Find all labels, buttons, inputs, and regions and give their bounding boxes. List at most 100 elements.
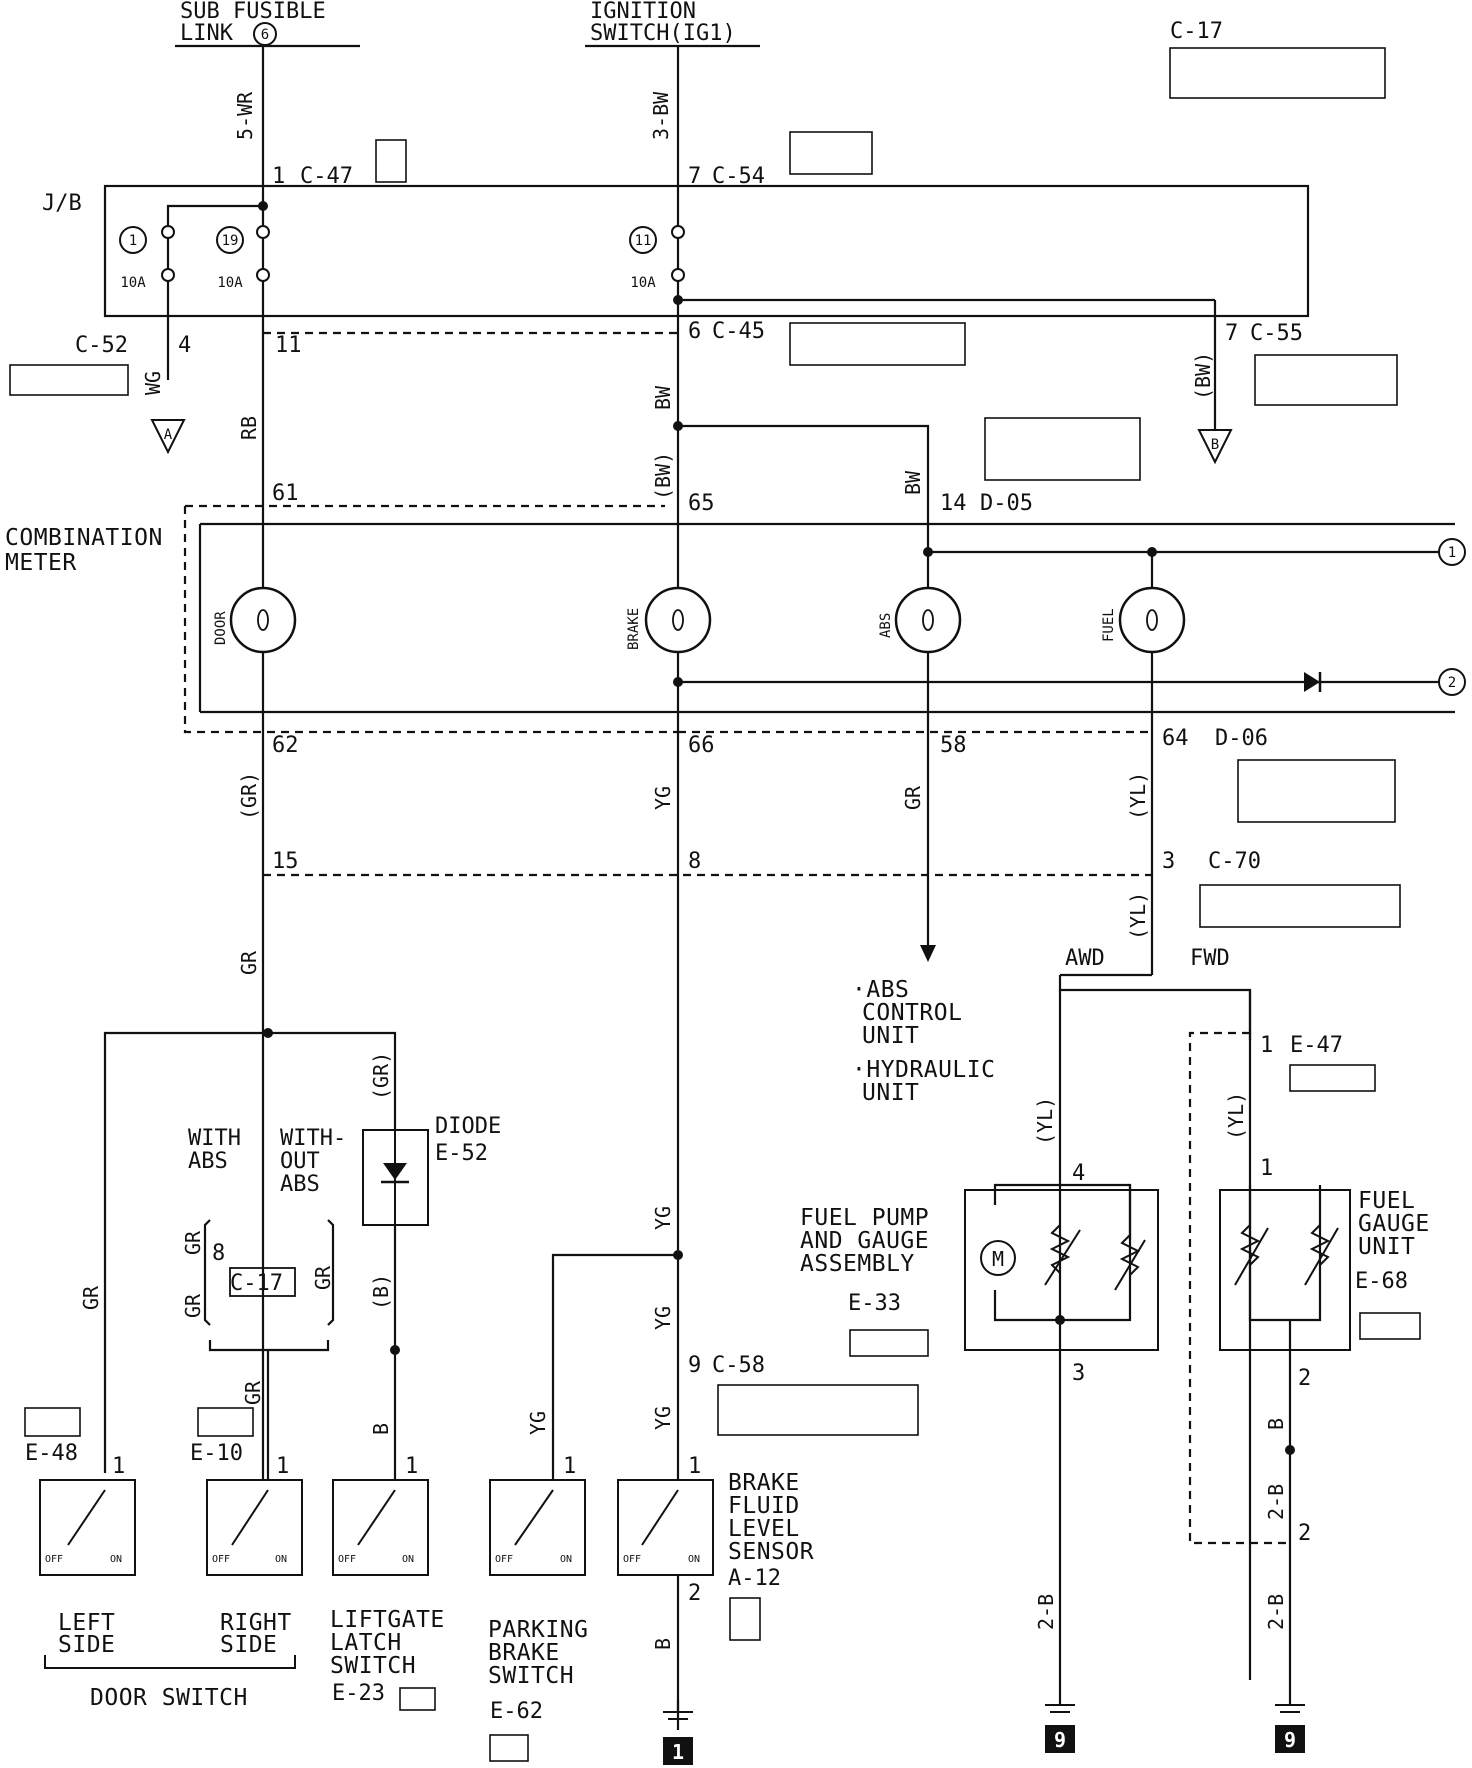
c70-label: C-70 <box>1208 849 1261 874</box>
wire-gr-4: (GR) <box>369 1052 393 1100</box>
sub-fusible-num: 6 <box>261 27 269 43</box>
e52-label: E-52 <box>435 1141 488 1166</box>
fuel-pump-label-2: AND GAUGE <box>800 1228 929 1254</box>
wire-bw-2: (BW) <box>651 452 675 500</box>
ignition-label: IGNITION <box>590 0 696 24</box>
wire-2b-1: 2-B <box>1264 1484 1288 1520</box>
pin-61: 61 <box>272 481 299 506</box>
e62-label: E-62 <box>490 1699 543 1724</box>
wire-yl-4: (YL) <box>1224 1092 1248 1140</box>
e68-label: E-68 <box>1355 1269 1408 1294</box>
jb-label: J/B <box>42 191 82 216</box>
right-side-label: RIGHT <box>220 1610 292 1636</box>
liftgate-label-3: SWITCH <box>330 1653 416 1679</box>
fwd-label: FWD <box>1190 946 1230 971</box>
svg-text:OFF: OFF <box>45 1554 63 1565</box>
svg-text:1: 1 <box>129 233 137 249</box>
lamp-door-label: DOOR <box>213 611 229 645</box>
d05-pin: 14 <box>940 491 967 516</box>
pin-64: 64 <box>1162 726 1189 751</box>
parking-label: PARKING <box>488 1617 588 1643</box>
sub-fusible-link-label: SUB FUSIBLE <box>180 0 326 24</box>
pin-4: 4 <box>1072 1161 1085 1186</box>
c58-pin: 9 <box>688 1353 701 1378</box>
wire-5wr: 5-WR <box>233 91 257 140</box>
wire-yl-3: (YL) <box>1033 1097 1057 1145</box>
e10-label: E-10 <box>190 1441 243 1466</box>
arrow-b: B <box>1211 437 1219 453</box>
ground-1: 1 <box>672 1740 684 1764</box>
e48-label: E-48 <box>25 1441 78 1466</box>
without-abs-label: WITH- <box>280 1126 346 1151</box>
parking-label-2: BRAKE <box>488 1640 560 1666</box>
sub-fusible-link-label-2: LINK <box>180 21 234 46</box>
pin-65: 65 <box>688 491 715 516</box>
svg-text:10A: 10A <box>630 275 656 291</box>
abs-note-3: UNIT <box>862 1023 919 1049</box>
wire-3bw: 3-BW <box>649 91 673 140</box>
pin-66: 66 <box>688 733 715 758</box>
liftgate-label: LIFTGATE <box>330 1607 445 1633</box>
svg-text:ON: ON <box>110 1554 122 1565</box>
wire-bw-3: BW <box>901 470 925 495</box>
c45-label: C-45 <box>712 319 765 344</box>
wire-yl-1: (YL) <box>1126 772 1150 820</box>
pin-2-e47: 2 <box>1298 1521 1311 1546</box>
pin-1-brake: 1 <box>688 1454 701 1479</box>
liftgate-label-2: LATCH <box>330 1630 402 1656</box>
wire-2b-2: 2-B <box>1034 1594 1058 1630</box>
ref-2: 2 <box>1448 675 1456 691</box>
wire-b-2: B <box>369 1423 393 1435</box>
c45-pin: 6 <box>688 319 701 344</box>
abs-note-1: ·ABS <box>852 977 909 1003</box>
c54-label: C-54 <box>712 164 765 189</box>
e23-label: E-23 <box>332 1681 385 1706</box>
brake-fluid-label: BRAKE <box>728 1470 800 1496</box>
d06-label: D-06 <box>1215 726 1268 751</box>
fuel-pump-label: FUEL PUMP <box>800 1205 929 1231</box>
c52-label: C-52 <box>75 333 128 358</box>
with-abs-label-2: ABS <box>188 1149 228 1174</box>
a12-label: A-12 <box>728 1566 781 1591</box>
pin-1-gauge: 1 <box>1260 1156 1273 1181</box>
right-side-label-2: SIDE <box>220 1632 277 1658</box>
wire-2b-3: 2-B <box>1264 1594 1288 1630</box>
lamp-brake-label: BRAKE <box>626 608 642 650</box>
pin-1-right: 1 <box>276 1454 289 1479</box>
left-side-label: LEFT <box>58 1610 115 1636</box>
c17-top-label: C-17 <box>1170 19 1223 44</box>
wire-gr-c17b: GR <box>181 1293 205 1318</box>
pin-15: 15 <box>272 849 299 874</box>
svg-text:10A: 10A <box>217 275 243 291</box>
fuel-gauge-label-2: GAUGE <box>1358 1211 1430 1237</box>
wire-b-3: B <box>1264 1418 1288 1430</box>
svg-text:ON: ON <box>688 1554 700 1565</box>
pin-8: 8 <box>688 849 701 874</box>
e33-label: E-33 <box>848 1291 901 1316</box>
pin-11: 11 <box>275 333 302 358</box>
svg-text:10A: 10A <box>120 275 146 291</box>
fuse-11: 11 10A <box>629 226 657 291</box>
ground-9a: 9 <box>1054 1728 1066 1752</box>
wire-rb: RB <box>237 416 261 440</box>
svg-text:11: 11 <box>635 233 652 249</box>
svg-text:OFF: OFF <box>623 1554 641 1565</box>
e47-label: E-47 <box>1290 1033 1343 1058</box>
svg-text:OFF: OFF <box>495 1554 513 1565</box>
wire-b-4: B <box>651 1638 675 1650</box>
svg-text:OFF: OFF <box>338 1554 356 1565</box>
svg-text:ON: ON <box>275 1554 287 1565</box>
c17-mid-label: C-17 <box>230 1271 283 1296</box>
pin-1-left: 1 <box>112 1454 125 1479</box>
ref-1: 1 <box>1448 545 1456 561</box>
pin-2-brake: 2 <box>688 1581 701 1606</box>
pin-3: 3 <box>1072 1361 1085 1386</box>
pin-8-c17: 8 <box>212 1241 225 1266</box>
svg-text:19: 19 <box>222 233 239 249</box>
e47-pin: 1 <box>1260 1033 1273 1058</box>
wire-yg-4: YG <box>526 1411 550 1435</box>
fuel-pump-label-3: ASSEMBLY <box>800 1251 915 1277</box>
ground-9b: 9 <box>1284 1728 1296 1752</box>
